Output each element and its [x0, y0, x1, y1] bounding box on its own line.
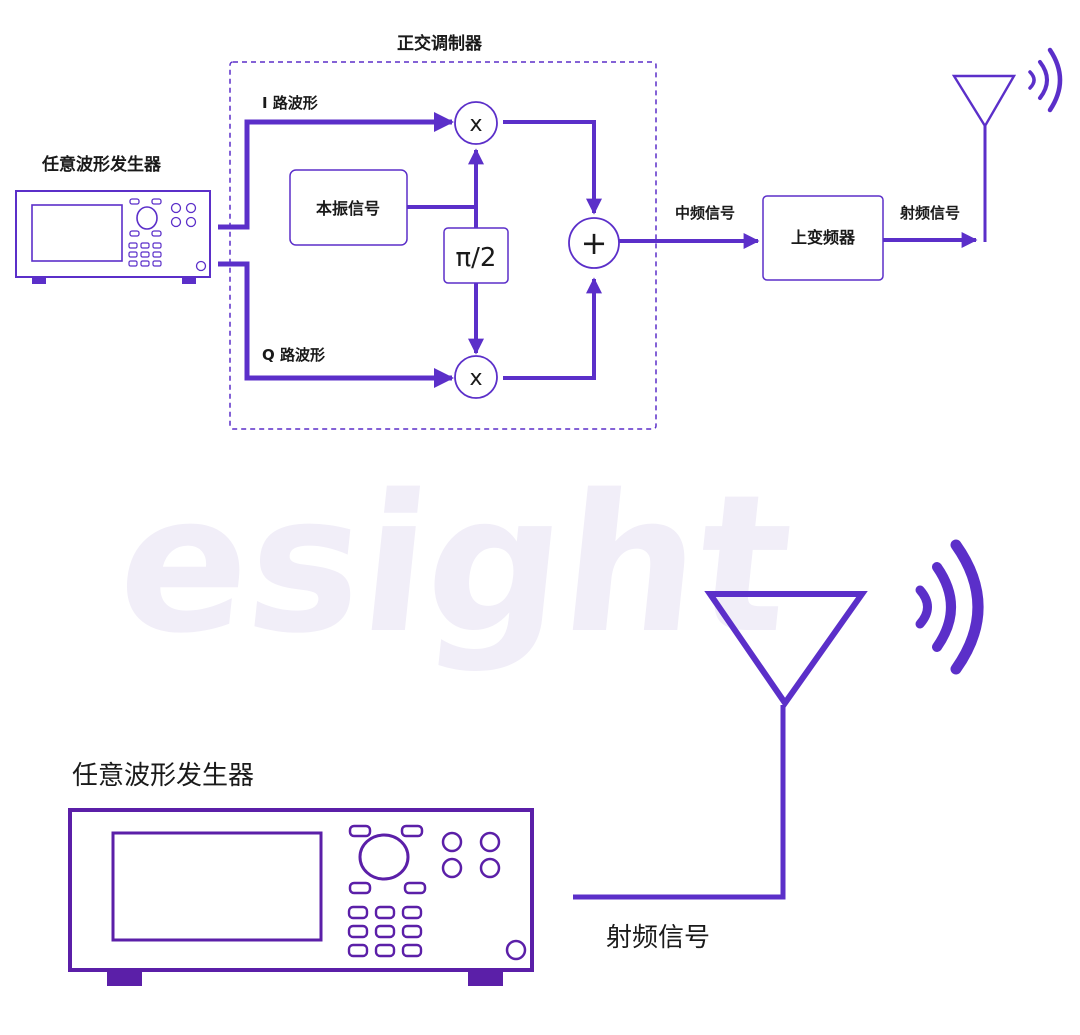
top-rf-label: 射频信号 [899, 204, 960, 222]
i-path-label: I 路波形 [262, 94, 318, 112]
bottom-generator-device [68, 808, 534, 986]
top-generator-label: 任意波形发生器 [41, 154, 162, 175]
if-label: 中频信号 [675, 204, 735, 222]
q-path-line [218, 261, 454, 388]
bottom-rf-line [573, 705, 786, 900]
bottom-antenna [704, 591, 868, 709]
top-wave-icon [1028, 47, 1063, 113]
top-generator-device [15, 190, 211, 284]
i-to-adder-line [503, 120, 602, 215]
bottom-rf-label: 射频信号 [606, 923, 710, 953]
q-to-adder-line [503, 277, 602, 380]
modulator-box [229, 61, 657, 430]
upconverter-label: 上变频器 [791, 228, 856, 247]
phase-shift-label: π/2 [456, 243, 497, 273]
q-path-label: Q 路波形 [262, 346, 325, 364]
bottom-generator-label: 任意波形发生器 [72, 761, 254, 791]
top-antenna [951, 74, 1017, 242]
modulator-title: 正交调制器 [397, 33, 483, 54]
lo-label: 本振信号 [316, 199, 380, 218]
q-multiplier-symbol: x [469, 366, 482, 391]
bottom-wave-icon [915, 539, 984, 675]
adder-symbol: + [581, 224, 608, 262]
q-multiplier [454, 355, 498, 399]
i-path-line [218, 112, 454, 230]
i-multiplier [454, 101, 498, 145]
i-multiplier-symbol: x [469, 112, 482, 137]
watermark: esight [109, 453, 801, 674]
